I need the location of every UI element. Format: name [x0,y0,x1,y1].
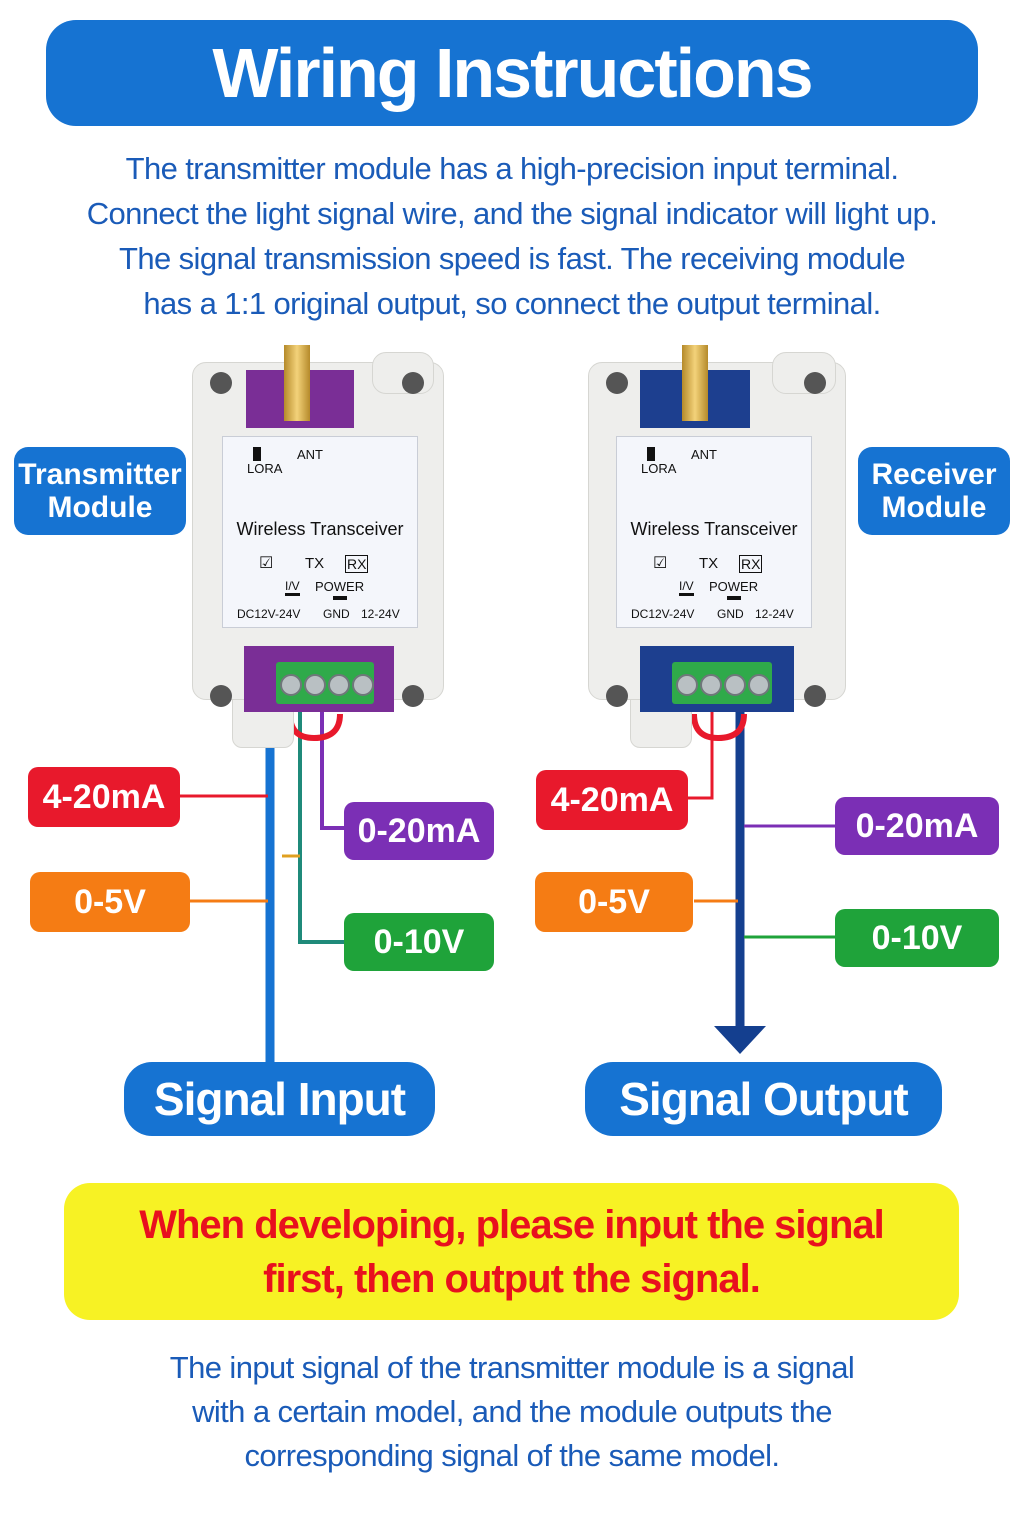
lora-led-icon [253,447,261,461]
dc-text: DC12V-24V [237,607,301,621]
mount-hole [402,372,424,394]
terminal-screw [352,674,374,696]
signal-output-label: Signal Output [585,1062,942,1136]
terminal-screw [748,674,770,696]
tag-0-20ma-tx: 0-20mA [344,802,494,860]
power-led-icon [333,596,347,600]
tag-0-10v-tx: 0-10V [344,913,494,971]
mount-hole [606,372,628,394]
lora-text: LORA [641,461,677,476]
transmitter-label-line1: Transmitter [18,458,182,491]
terminal-screw [700,674,722,696]
wire-0-10v-tx [298,712,346,944]
terminal-screw [280,674,302,696]
dc-text: DC12V-24V [631,607,695,621]
signal-input-label: Signal Input [124,1062,435,1136]
mount-hole [804,685,826,707]
mount-hole [210,685,232,707]
intro-line: Connect the light signal wire, and the s… [86,196,938,231]
transmitter-module-label: Transmitter Module [14,447,186,535]
tx-text: TX [699,555,719,572]
gnd-text: GND [323,607,350,621]
rx-text: RX [345,555,369,573]
lora-text: LORA [247,461,283,476]
terminal-screw [676,674,698,696]
receiver-module-label: Receiver Module [858,447,1010,535]
receiver-label-line2: Module [881,491,987,524]
intro-line: has a 1:1 original output, so connect th… [143,286,881,321]
ant-text: ANT [691,447,717,462]
device-label: LORA ANT Wireless Transceiver ☑ TX RX I/… [616,436,812,628]
antenna-connector-icon [284,345,310,421]
tag-0-10v-rx: 0-10V [835,909,999,967]
jumper-loop-rx [691,713,747,742]
wire-4-20ma-rx [688,712,714,800]
mount-hole [804,372,826,394]
tag-4-20ma-rx: 4-20mA [536,770,688,830]
tag-0-20ma-rx: 0-20mA [835,797,999,855]
voltage-text: 12-24V [755,607,794,621]
power-text: POWER [315,579,365,594]
terminal-screw [328,674,350,696]
mount-hole [606,685,628,707]
check-icon: ☑ [653,555,668,572]
warning-line1: When developing, please input the signal [139,1202,885,1247]
antenna-connector-icon [682,345,708,421]
iv-text: I/V [679,579,694,596]
housing-tab [772,352,836,394]
transmitter-device: LORA ANT Wireless Transceiver ☑ TX RX I/… [192,340,444,750]
device-label: LORA ANT Wireless Transceiver ☑ TX RX I/… [222,436,418,628]
title-banner: Wiring Instructions [46,20,978,126]
receiver-device: LORA ANT Wireless Transceiver ☑ TX RX I/… [588,340,846,750]
mount-hole [402,685,424,707]
lora-led-icon [647,447,655,461]
outro-text: The input signal of the transmitter modu… [60,1346,964,1478]
outro-line: with a certain model, and the module out… [192,1394,832,1429]
terminal-screw [304,674,326,696]
intro-line: The transmitter module has a high-precis… [125,151,899,186]
intro-text: The transmitter module has a high-precis… [40,146,984,326]
ant-text: ANT [297,447,323,462]
check-icon: ☑ [259,555,274,572]
gnd-text: GND [717,607,744,621]
output-arrow-icon [714,1026,766,1054]
warning-line2: first, then output the signal. [263,1256,761,1301]
device-name: Wireless Transceiver [630,519,798,539]
transmitter-label-line2: Module [47,491,153,524]
device-name: Wireless Transceiver [236,519,404,539]
power-led-icon [727,596,741,600]
tx-text: TX [305,555,325,572]
voltage-text: 12-24V [361,607,400,621]
iv-text: I/V [285,579,300,596]
tag-0-5v-tx: 0-5V [30,872,190,932]
terminal-screw [724,674,746,696]
wire-0-20ma-tx [320,712,346,830]
receiver-label-line1: Receiver [871,458,997,491]
power-text: POWER [709,579,759,594]
tag-0-5v-rx: 0-5V [535,872,693,932]
tag-4-20ma-tx: 4-20mA [28,767,180,827]
mount-hole [210,372,232,394]
rx-text: RX [739,555,763,573]
warning-box: When developing, please input the signal… [64,1183,959,1320]
page-title: Wiring Instructions [212,34,813,112]
outro-line: corresponding signal of the same model. [244,1438,781,1473]
intro-line: The signal transmission speed is fast. T… [119,241,906,276]
outro-line: The input signal of the transmitter modu… [169,1350,855,1385]
